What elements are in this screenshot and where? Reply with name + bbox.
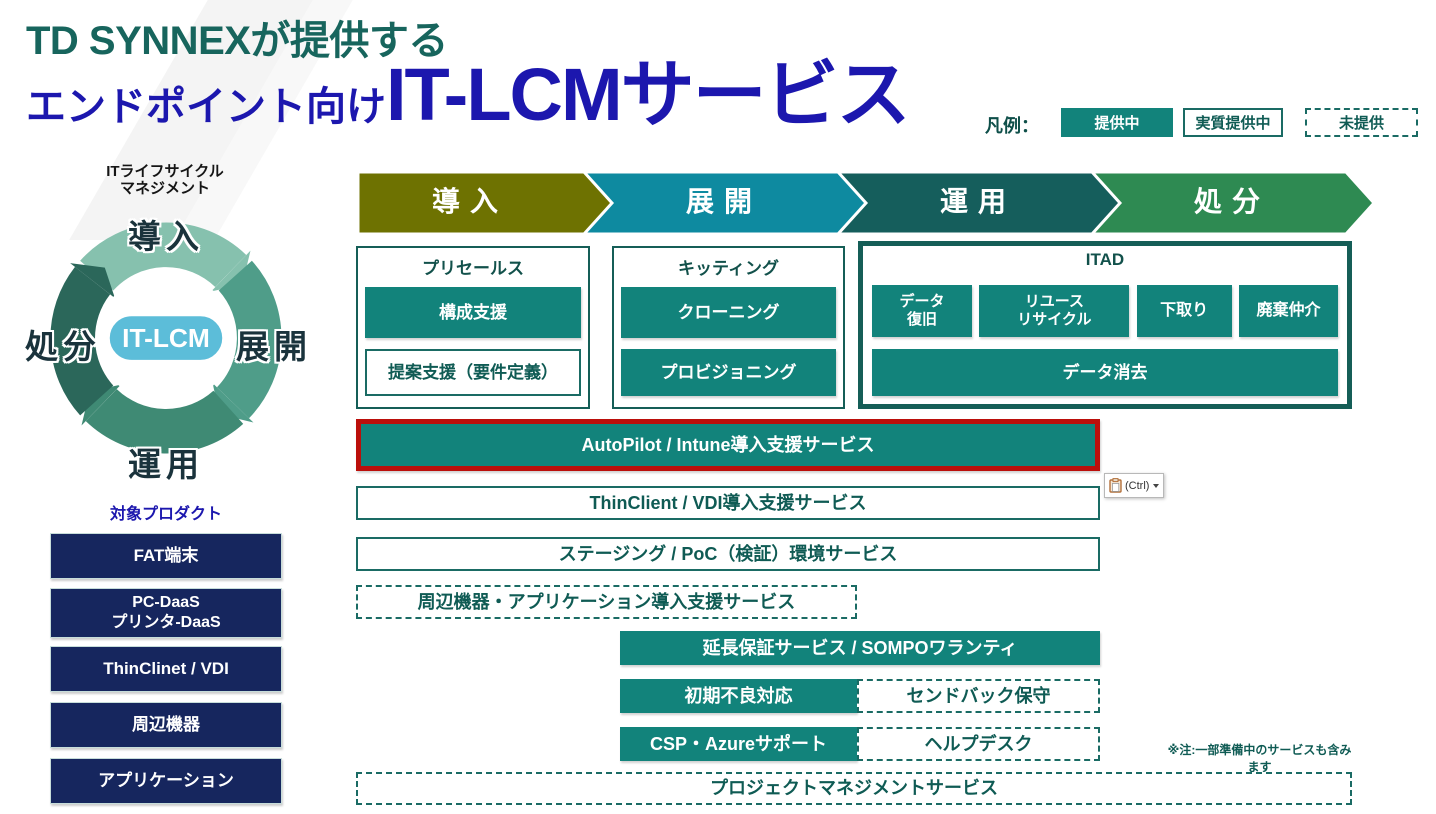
kitting-group: キッティング クローニング プロビジョニング xyxy=(612,246,845,409)
service-box-sendback: センドバック保守 xyxy=(857,679,1100,713)
presales-group: プリセールス 構成支援 提案支援（要件定義） xyxy=(356,246,590,409)
product-box-daas: PC-DaaS プリンタ-DaaS xyxy=(50,588,282,638)
itad-group-highlighted: ITAD データ 復旧 リユース リサイクル 下取り 廃棄仲介 データ消去 xyxy=(858,241,1352,409)
clipboard-icon xyxy=(1109,478,1122,493)
phase-label-intro: 導入 xyxy=(431,186,508,217)
service-box-cloning: クローニング xyxy=(621,287,836,338)
legend-chip-available: 提供中 xyxy=(1061,108,1173,137)
title-main: IT-LCMサービス xyxy=(386,53,911,136)
service-row-thinclient-vdi: ThinClient / VDI導入支援サービス xyxy=(356,486,1100,520)
legend-chip-not-available: 未提供 xyxy=(1305,108,1418,137)
service-box-disposal-brokerage: 廃棄仲介 xyxy=(1238,285,1338,337)
itad-header: ITAD xyxy=(1085,250,1125,269)
phase-arrow-intro xyxy=(356,171,615,235)
footnote: ※注:一部準備中のサービスも含みます xyxy=(1167,743,1352,774)
paste-options-button[interactable]: (Ctrl) xyxy=(1104,473,1165,498)
phase-label-deploy: 展開 xyxy=(685,186,762,217)
product-label: 周辺機器 xyxy=(132,715,200,735)
service-row-peripheral-app: 周辺機器・アプリケーション導入支援サービス xyxy=(356,585,857,619)
service-box-line: データ xyxy=(899,293,945,310)
product-label: ThinClinet / VDI xyxy=(103,659,229,679)
service-box-csp-azure: CSP・Azureサポート xyxy=(620,727,857,761)
service-row-extended-warranty: 延長保証サービス / SOMPOワランティ xyxy=(620,631,1100,665)
lifecycle-arc-operate xyxy=(85,388,244,454)
service-box-line: 復旧 xyxy=(906,311,937,328)
lifecycle-center-pill xyxy=(106,313,226,363)
service-box-line: 廃棄仲介 xyxy=(1256,302,1321,320)
lifecycle-center-label: IT-LCM xyxy=(122,323,210,353)
service-box-reuse-recycle: リユース リサイクル xyxy=(979,285,1130,337)
lifecycle-caption-line1: ITライフサイクル xyxy=(106,163,224,180)
legend-chip-effectively-available: 実質提供中 xyxy=(1183,108,1283,137)
lifecycle-diagram: IT-LCM 導入 展開 運用 処分 xyxy=(12,196,320,483)
product-box-peripheral: 周辺機器 xyxy=(50,702,282,748)
lifecycle-stage-operate: 運用 xyxy=(128,446,204,483)
lifecycle-arrowhead-dispose xyxy=(70,263,115,299)
service-box-trade-in: 下取り xyxy=(1136,285,1232,337)
service-box-provisioning: プロビジョニング xyxy=(621,349,836,396)
lifecycle-arc-dispose xyxy=(50,266,114,416)
itad-row: データ 復旧 リユース リサイクル 下取り 廃棄仲介 xyxy=(872,285,1338,337)
product-label: プリンタ-DaaS xyxy=(111,614,221,631)
paste-options-label: (Ctrl) xyxy=(1125,479,1150,492)
caret-down-icon xyxy=(1153,483,1160,488)
service-box-line: リサイクル xyxy=(1017,311,1092,328)
phase-label-dispose: 処分 xyxy=(1193,186,1270,217)
service-box-initial-defect: 初期不良対応 xyxy=(620,679,857,713)
service-box-line: 下取り xyxy=(1160,302,1209,320)
lifecycle-caption: ITライフサイクル マネジメント xyxy=(40,163,290,198)
lifecycle-stage-deploy: 展開 xyxy=(236,328,312,365)
service-row-project-management: プロジェクトマネジメントサービス xyxy=(356,772,1352,805)
lifecycle-ring: IT-LCM xyxy=(50,222,282,454)
lifecycle-arc-intro xyxy=(80,222,247,292)
products-header: 対象プロダクト xyxy=(109,506,222,523)
product-box-thinclient-vdi: ThinClinet / VDI xyxy=(50,646,282,692)
service-box-helpdesk: ヘルプデスク xyxy=(857,727,1100,761)
phase-label-operate: 運用 xyxy=(939,186,1016,217)
lifecycle-stage-dispose: 処分 xyxy=(25,328,101,365)
lifecycle-arc-deploy xyxy=(216,260,282,419)
product-box-application: アプリケーション xyxy=(50,758,282,804)
title-sub: エンドポイント向け xyxy=(26,85,386,129)
kitting-header: キッティング xyxy=(678,259,779,278)
lifecycle-stage-intro: 導入 xyxy=(128,218,204,255)
product-label: PC-DaaS xyxy=(132,594,200,611)
product-label: FAT端末 xyxy=(133,546,199,566)
service-box-data-recovery: データ 復旧 xyxy=(872,285,972,337)
title-prefix: TD SYNNEXが提供する xyxy=(26,19,448,63)
product-box-fat: FAT端末 xyxy=(50,533,282,579)
service-box-data-erasure: データ消去 xyxy=(872,349,1338,396)
service-box-teian-shien: 提案支援（要件定義） xyxy=(365,349,581,396)
service-row-staging-poc: ステージング / PoC（検証）環境サービス xyxy=(356,537,1100,571)
presales-header: プリセールス xyxy=(422,259,524,278)
lifecycle-caption-line2: マネジメント xyxy=(119,180,210,198)
service-box-line: リユース xyxy=(1024,293,1084,310)
service-box-kousei-shien: 構成支援 xyxy=(365,287,581,338)
legend-label: 凡例： xyxy=(985,116,1039,136)
phase-arrows xyxy=(356,171,1376,235)
product-label: アプリケーション xyxy=(98,771,234,791)
service-row-autopilot-intune: AutoPilot / Intune導入支援サービス xyxy=(356,419,1100,471)
